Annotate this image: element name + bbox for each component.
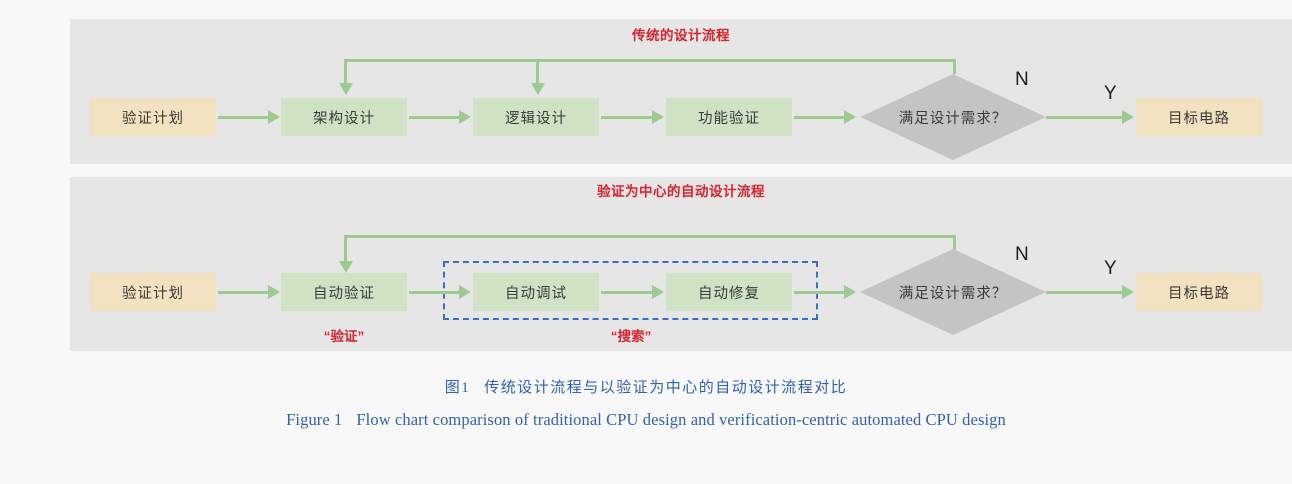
feedback-riser-from-decision-automated bbox=[953, 235, 956, 254]
feedback-arrow-to-logic bbox=[530, 83, 545, 95]
node-traditional-function-verification[interactable]: 功能验证 bbox=[666, 98, 792, 136]
node-label: 验证计划 bbox=[122, 285, 184, 302]
connector-decision-to-target-automated bbox=[1046, 290, 1122, 294]
node-label: 目标电路 bbox=[1168, 285, 1230, 302]
node-traditional-logic-design[interactable]: 逻辑设计 bbox=[473, 98, 599, 136]
arrow-plan-to-arch bbox=[268, 110, 280, 124]
node-label: 满足设计需求？ bbox=[898, 285, 1008, 302]
figure-caption-english-text: Flow chart comparison of traditional CPU… bbox=[356, 410, 1006, 429]
node-traditional-architecture-design[interactable]: 架构设计 bbox=[281, 98, 407, 136]
arrow-decision-to-target bbox=[1122, 110, 1134, 124]
connector-decision-to-target bbox=[1046, 115, 1122, 119]
node-automated-repair[interactable]: 自动修复 bbox=[666, 273, 792, 311]
annotation-search: “搜索” bbox=[610, 329, 652, 344]
connector-plan-to-arch bbox=[218, 115, 268, 119]
node-label: 架构设计 bbox=[313, 110, 375, 127]
node-label: 目标电路 bbox=[1168, 110, 1230, 127]
feedback-drop-to-arch bbox=[344, 59, 347, 85]
node-label: 验证计划 bbox=[122, 110, 184, 127]
figure-caption-english: Figure 1 Flow chart comparison of traditi… bbox=[0, 410, 1292, 430]
feedback-bus-line-traditional bbox=[344, 59, 956, 62]
arrow-funcverif-to-decision bbox=[844, 110, 856, 124]
panel-automated-flow: 验证为中心的自动设计流程 验证计划 自动验证 自动调试 自动修复 bbox=[70, 177, 1292, 351]
node-label: 自动修复 bbox=[698, 285, 760, 302]
node-label: 功能验证 bbox=[698, 110, 760, 127]
arrow-autodebug-to-autofix bbox=[652, 285, 664, 299]
feedback-drop-to-autoverif bbox=[344, 235, 347, 263]
annotation-verification: “验证” bbox=[323, 329, 365, 344]
node-automated-debug[interactable]: 自动调试 bbox=[473, 273, 599, 311]
connector-autodebug-to-autofix bbox=[601, 290, 652, 294]
connector-logic-to-funcverif bbox=[601, 115, 652, 119]
node-label: 满足设计需求？ bbox=[898, 110, 1008, 127]
arrow-plan-to-autoverif bbox=[268, 285, 280, 299]
figure-caption-english-label: Figure 1 bbox=[286, 410, 343, 429]
feedback-riser-from-decision-traditional bbox=[953, 59, 956, 74]
node-traditional-decision[interactable]: 满足设计需求？ bbox=[860, 74, 1046, 160]
panel-traditional-flow: 传统的设计流程 验证计划 架构设计 逻辑设计 功能验证 bbox=[70, 19, 1292, 164]
arrow-decision-to-target-automated bbox=[1122, 285, 1134, 299]
feedback-arrow-to-autoverif bbox=[338, 261, 353, 273]
connector-funcverif-to-decision bbox=[794, 115, 844, 119]
arrow-arch-to-logic bbox=[459, 110, 471, 124]
feedback-arrow-to-arch bbox=[338, 83, 353, 95]
node-automated-plan[interactable]: 验证计划 bbox=[90, 273, 216, 311]
figure-caption-chinese-text: 传统设计流程与以验证为中心的自动设计流程对比 bbox=[484, 380, 848, 396]
connector-autoverif-to-autodebug bbox=[409, 290, 459, 294]
node-label: 自动验证 bbox=[313, 285, 375, 302]
node-traditional-target-circuit[interactable]: 目标电路 bbox=[1136, 98, 1262, 136]
panel-automated-title: 验证为中心的自动设计流程 bbox=[597, 184, 765, 199]
arrow-logic-to-funcverif bbox=[652, 110, 664, 124]
connector-autofix-to-decision bbox=[794, 290, 844, 294]
node-automated-decision[interactable]: 满足设计需求？ bbox=[860, 249, 1046, 335]
figure-caption-chinese: 图1 传统设计流程与以验证为中心的自动设计流程对比 bbox=[0, 376, 1292, 397]
feedback-bus-line-automated bbox=[344, 235, 956, 238]
connector-plan-to-autoverif bbox=[218, 290, 268, 294]
connector-arch-to-logic bbox=[409, 115, 459, 119]
branch-label-no-automated: N bbox=[1015, 244, 1029, 265]
branch-label-no-traditional: N bbox=[1015, 69, 1029, 90]
feedback-drop-to-logic bbox=[536, 59, 539, 85]
node-label: 逻辑设计 bbox=[505, 110, 567, 127]
panel-traditional-title: 传统的设计流程 bbox=[632, 28, 730, 43]
node-label: 自动调试 bbox=[505, 285, 567, 302]
node-traditional-plan[interactable]: 验证计划 bbox=[90, 98, 216, 136]
node-automated-target-circuit[interactable]: 目标电路 bbox=[1136, 273, 1262, 311]
arrow-autofix-to-decision bbox=[844, 285, 856, 299]
arrow-autoverif-to-autodebug bbox=[459, 285, 471, 299]
figure-caption-chinese-label: 图1 bbox=[444, 380, 471, 396]
branch-label-yes-automated: Y bbox=[1104, 258, 1117, 279]
branch-label-yes-traditional: Y bbox=[1104, 83, 1117, 104]
node-automated-verification[interactable]: 自动验证 bbox=[281, 273, 407, 311]
